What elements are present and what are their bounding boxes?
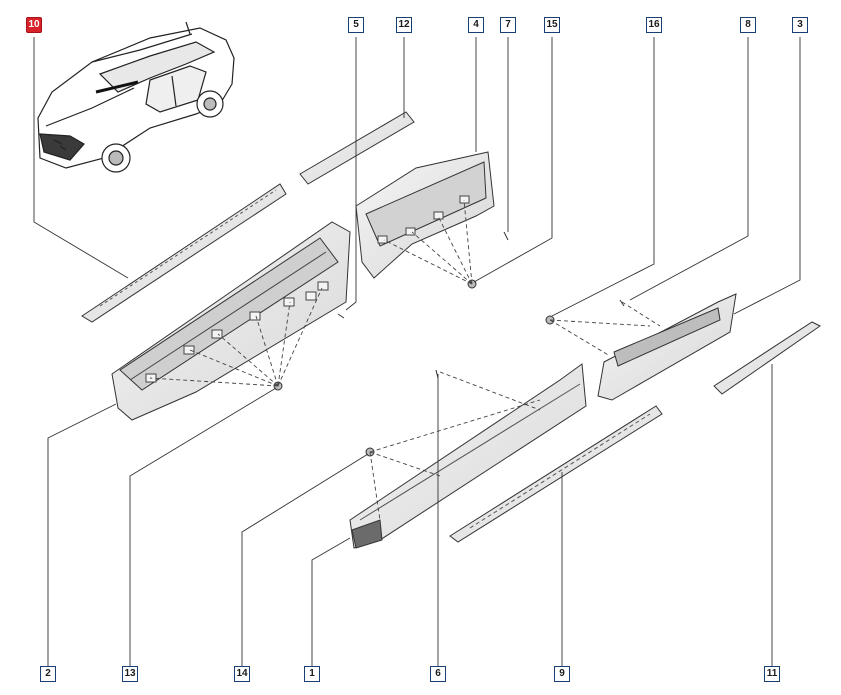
- callout-4[interactable]: 4: [468, 17, 484, 33]
- callout-6[interactable]: 6: [430, 666, 446, 682]
- callout-12[interactable]: 12: [396, 17, 412, 33]
- callout-14[interactable]: 14: [234, 666, 250, 682]
- callout-10[interactable]: 10: [26, 17, 42, 33]
- callout-5[interactable]: 5: [348, 17, 364, 33]
- part-8-panel: [597, 293, 737, 401]
- callout-9[interactable]: 9: [554, 666, 570, 682]
- callout-3[interactable]: 3: [792, 17, 808, 33]
- part-2-door-panel: [111, 221, 351, 421]
- callout-15[interactable]: 15: [544, 17, 560, 33]
- callout-13[interactable]: 13: [122, 666, 138, 682]
- callout-2[interactable]: 2: [40, 666, 56, 682]
- callout-7[interactable]: 7: [500, 17, 516, 33]
- part-1-sill: [349, 363, 587, 549]
- part-12-strip: [299, 111, 415, 185]
- part-9-strip: [449, 405, 663, 543]
- leader-lines: [33, 37, 801, 666]
- part-10-strip: [81, 183, 287, 323]
- part-11-strip: [713, 321, 821, 395]
- callout-8[interactable]: 8: [740, 17, 756, 33]
- callout-16[interactable]: 16: [646, 17, 662, 33]
- vehicle-illustration: [37, 21, 235, 173]
- part-4-rear-door-panel: [355, 151, 495, 279]
- callout-11[interactable]: 11: [764, 666, 780, 682]
- screws: [337, 231, 625, 379]
- callout-1[interactable]: 1: [304, 666, 320, 682]
- exploded-lines: [149, 199, 661, 521]
